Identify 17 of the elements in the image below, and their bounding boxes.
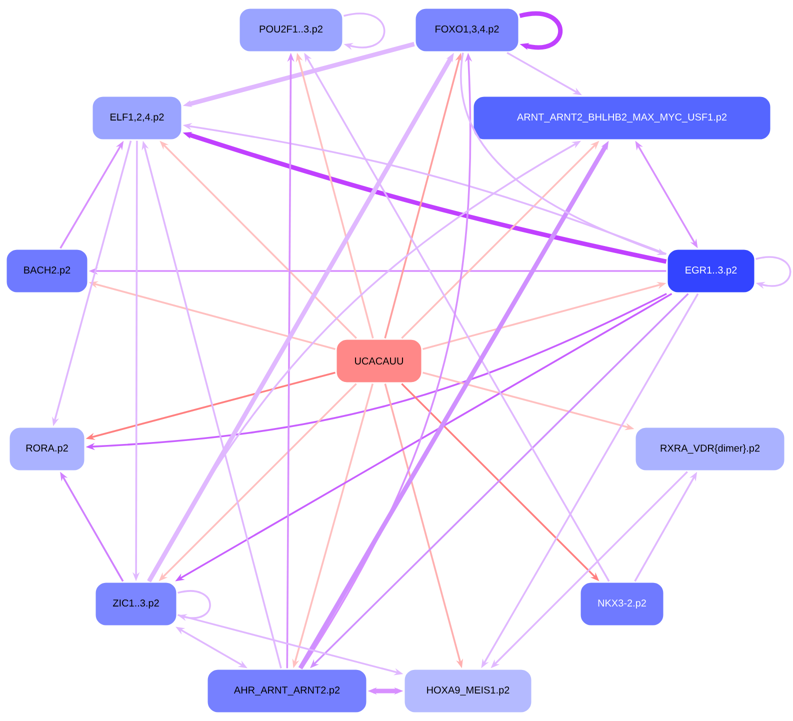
motif-box: ELF1,2,4.p2 (91, 95, 183, 141)
motif-box: BACH2.p2 (5, 248, 89, 294)
self-loop-arrow (178, 590, 211, 622)
motif-box: ZIC1..3.p2 (94, 581, 178, 627)
self-loop-arrow (344, 12, 386, 50)
motif-box: POU2F1..3.p2 (238, 7, 344, 53)
motif-box: HOXA9_MEIS1.p2 (403, 668, 533, 714)
motif-box: RORA.p2 (8, 426, 86, 472)
motif-box: FOXO1,3,4.p2 (414, 7, 520, 53)
motif-box: AHR_ARNT_ARNT2.p2 (206, 668, 368, 714)
self-loop-arrow (519, 11, 563, 50)
motif-box: ARNT_ARNT2_BHLHB2_MAX_MYC_USF1.p2 (472, 95, 772, 141)
motif-box: RXRA_VDR{dimer}.p2 (634, 426, 786, 472)
motif-box: UCACAUU (335, 338, 423, 384)
motif-box: NKX3-2.p2 (579, 581, 665, 627)
motif-box: EGR1..3.p2 (666, 248, 756, 294)
self-loop-arrow (756, 256, 792, 289)
